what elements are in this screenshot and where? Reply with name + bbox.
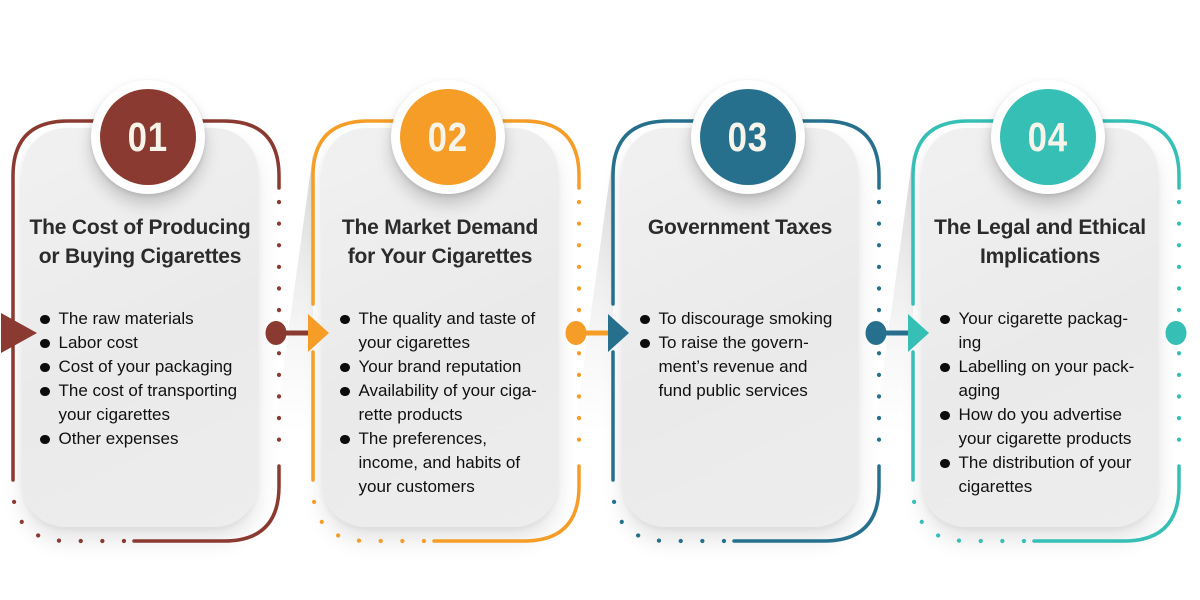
bullet-dot-icon	[40, 362, 50, 372]
bullet-text: The preferences, income, and habits of y…	[358, 429, 521, 496]
bullet-item: The raw materials	[40, 307, 256, 331]
bullet-dot-icon	[340, 362, 350, 372]
bullet-item: To raise the govern- ment’s revenue and …	[640, 331, 856, 403]
bullet-item: To discourage smoking	[640, 307, 856, 331]
bullet-item: The distribution of your cigarettes	[940, 451, 1156, 499]
step-badge: 03	[691, 80, 805, 194]
bullet-dot-icon	[340, 314, 350, 324]
card-title: The Legal and Ethical Implications	[934, 216, 1146, 268]
bullet-item: The quality and taste of your cigarettes	[340, 307, 556, 355]
card-title: The Market Demand for Your Cigarettes	[341, 216, 539, 268]
bullet-text: To discourage smoking	[658, 309, 833, 328]
bullet-dot-icon	[40, 386, 50, 396]
step-number-circle: 04	[1000, 89, 1096, 185]
bullet-dot-icon	[640, 338, 650, 348]
step-badge: 02	[391, 80, 505, 194]
bullet-item: How do you advertise your cigarette prod…	[940, 403, 1156, 451]
step-badge: 01	[91, 80, 205, 194]
bullet-item: Labor cost	[40, 331, 256, 355]
bullet-text: The quality and taste of your cigarettes	[358, 309, 536, 352]
bullet-dot-icon	[40, 314, 50, 324]
bullet-dot-icon	[940, 314, 950, 324]
bullet-dot-icon	[940, 458, 950, 468]
bullet-item: The preferences, income, and habits of y…	[340, 427, 556, 499]
bullet-list: The raw materials Labor cost Cost of you…	[40, 307, 256, 451]
bullet-list: Your cigarette packag- ing Labelling on …	[940, 307, 1156, 499]
bullet-text: To raise the govern- ment’s revenue and …	[658, 333, 809, 400]
bullet-item: The cost of transporting your cigarettes	[40, 379, 256, 427]
step-number-circle: 03	[700, 89, 796, 185]
step-number: 02	[427, 113, 469, 160]
bullet-dot-icon	[340, 386, 350, 396]
card-title: Government Taxes	[647, 216, 833, 239]
bullet-list: The quality and taste of your cigarettes…	[340, 307, 556, 499]
bullet-item: Your brand reputation	[340, 355, 556, 379]
bullet-text: Cost of your packaging	[58, 357, 233, 376]
step-number-circle: 01	[100, 89, 196, 185]
bullet-item: Availability of your ciga- rette product…	[340, 379, 556, 427]
bullet-text: How do you advertise your cigarette prod…	[958, 405, 1132, 448]
step-number: 03	[727, 113, 769, 160]
bullet-text: The distribution of your cigarettes	[958, 453, 1132, 496]
card-title: The Cost of Producing or Buying Cigarett…	[29, 216, 251, 268]
bullet-dot-icon	[940, 410, 950, 420]
bullet-text: Your brand reputation	[358, 357, 522, 376]
bullet-text: Availability of your ciga- rette product…	[358, 381, 537, 424]
bullet-text: Labor cost	[58, 333, 138, 352]
bullet-item: Your cigarette packag- ing	[940, 307, 1156, 355]
step-number: 04	[1027, 113, 1069, 160]
step-number: 01	[127, 113, 169, 160]
card-step-1: 01 The Cost of Producing or Buying Cigar…	[0, 0, 300, 600]
bullet-text: Labelling on your pack- aging	[958, 357, 1135, 400]
bullet-dot-icon	[940, 362, 950, 372]
card-step-3: 03 Government Taxes To discourage smokin…	[600, 0, 900, 600]
card-step-2: 02 The Market Demand for Your Cigarettes…	[300, 0, 600, 600]
bullet-dot-icon	[340, 434, 350, 444]
bullet-dot-icon	[40, 338, 50, 348]
bullet-dot-icon	[640, 314, 650, 324]
bullet-text: Other expenses	[58, 429, 179, 448]
bullet-text: The cost of transporting your cigarettes	[58, 381, 238, 424]
card-step-4: 04 The Legal and Ethical Implications Yo…	[900, 0, 1200, 600]
step-number-circle: 02	[400, 89, 496, 185]
step-badge: 04	[991, 80, 1105, 194]
bullet-list: To discourage smoking To raise the gover…	[640, 307, 856, 403]
bullet-item: Cost of your packaging	[40, 355, 256, 379]
bullet-dot-icon	[40, 434, 50, 444]
bullet-text: The raw materials	[58, 309, 194, 328]
bullet-item: Labelling on your pack- aging	[940, 355, 1156, 403]
bullet-item: Other expenses	[40, 427, 256, 451]
bullet-text: Your cigarette packag- ing	[958, 309, 1128, 352]
